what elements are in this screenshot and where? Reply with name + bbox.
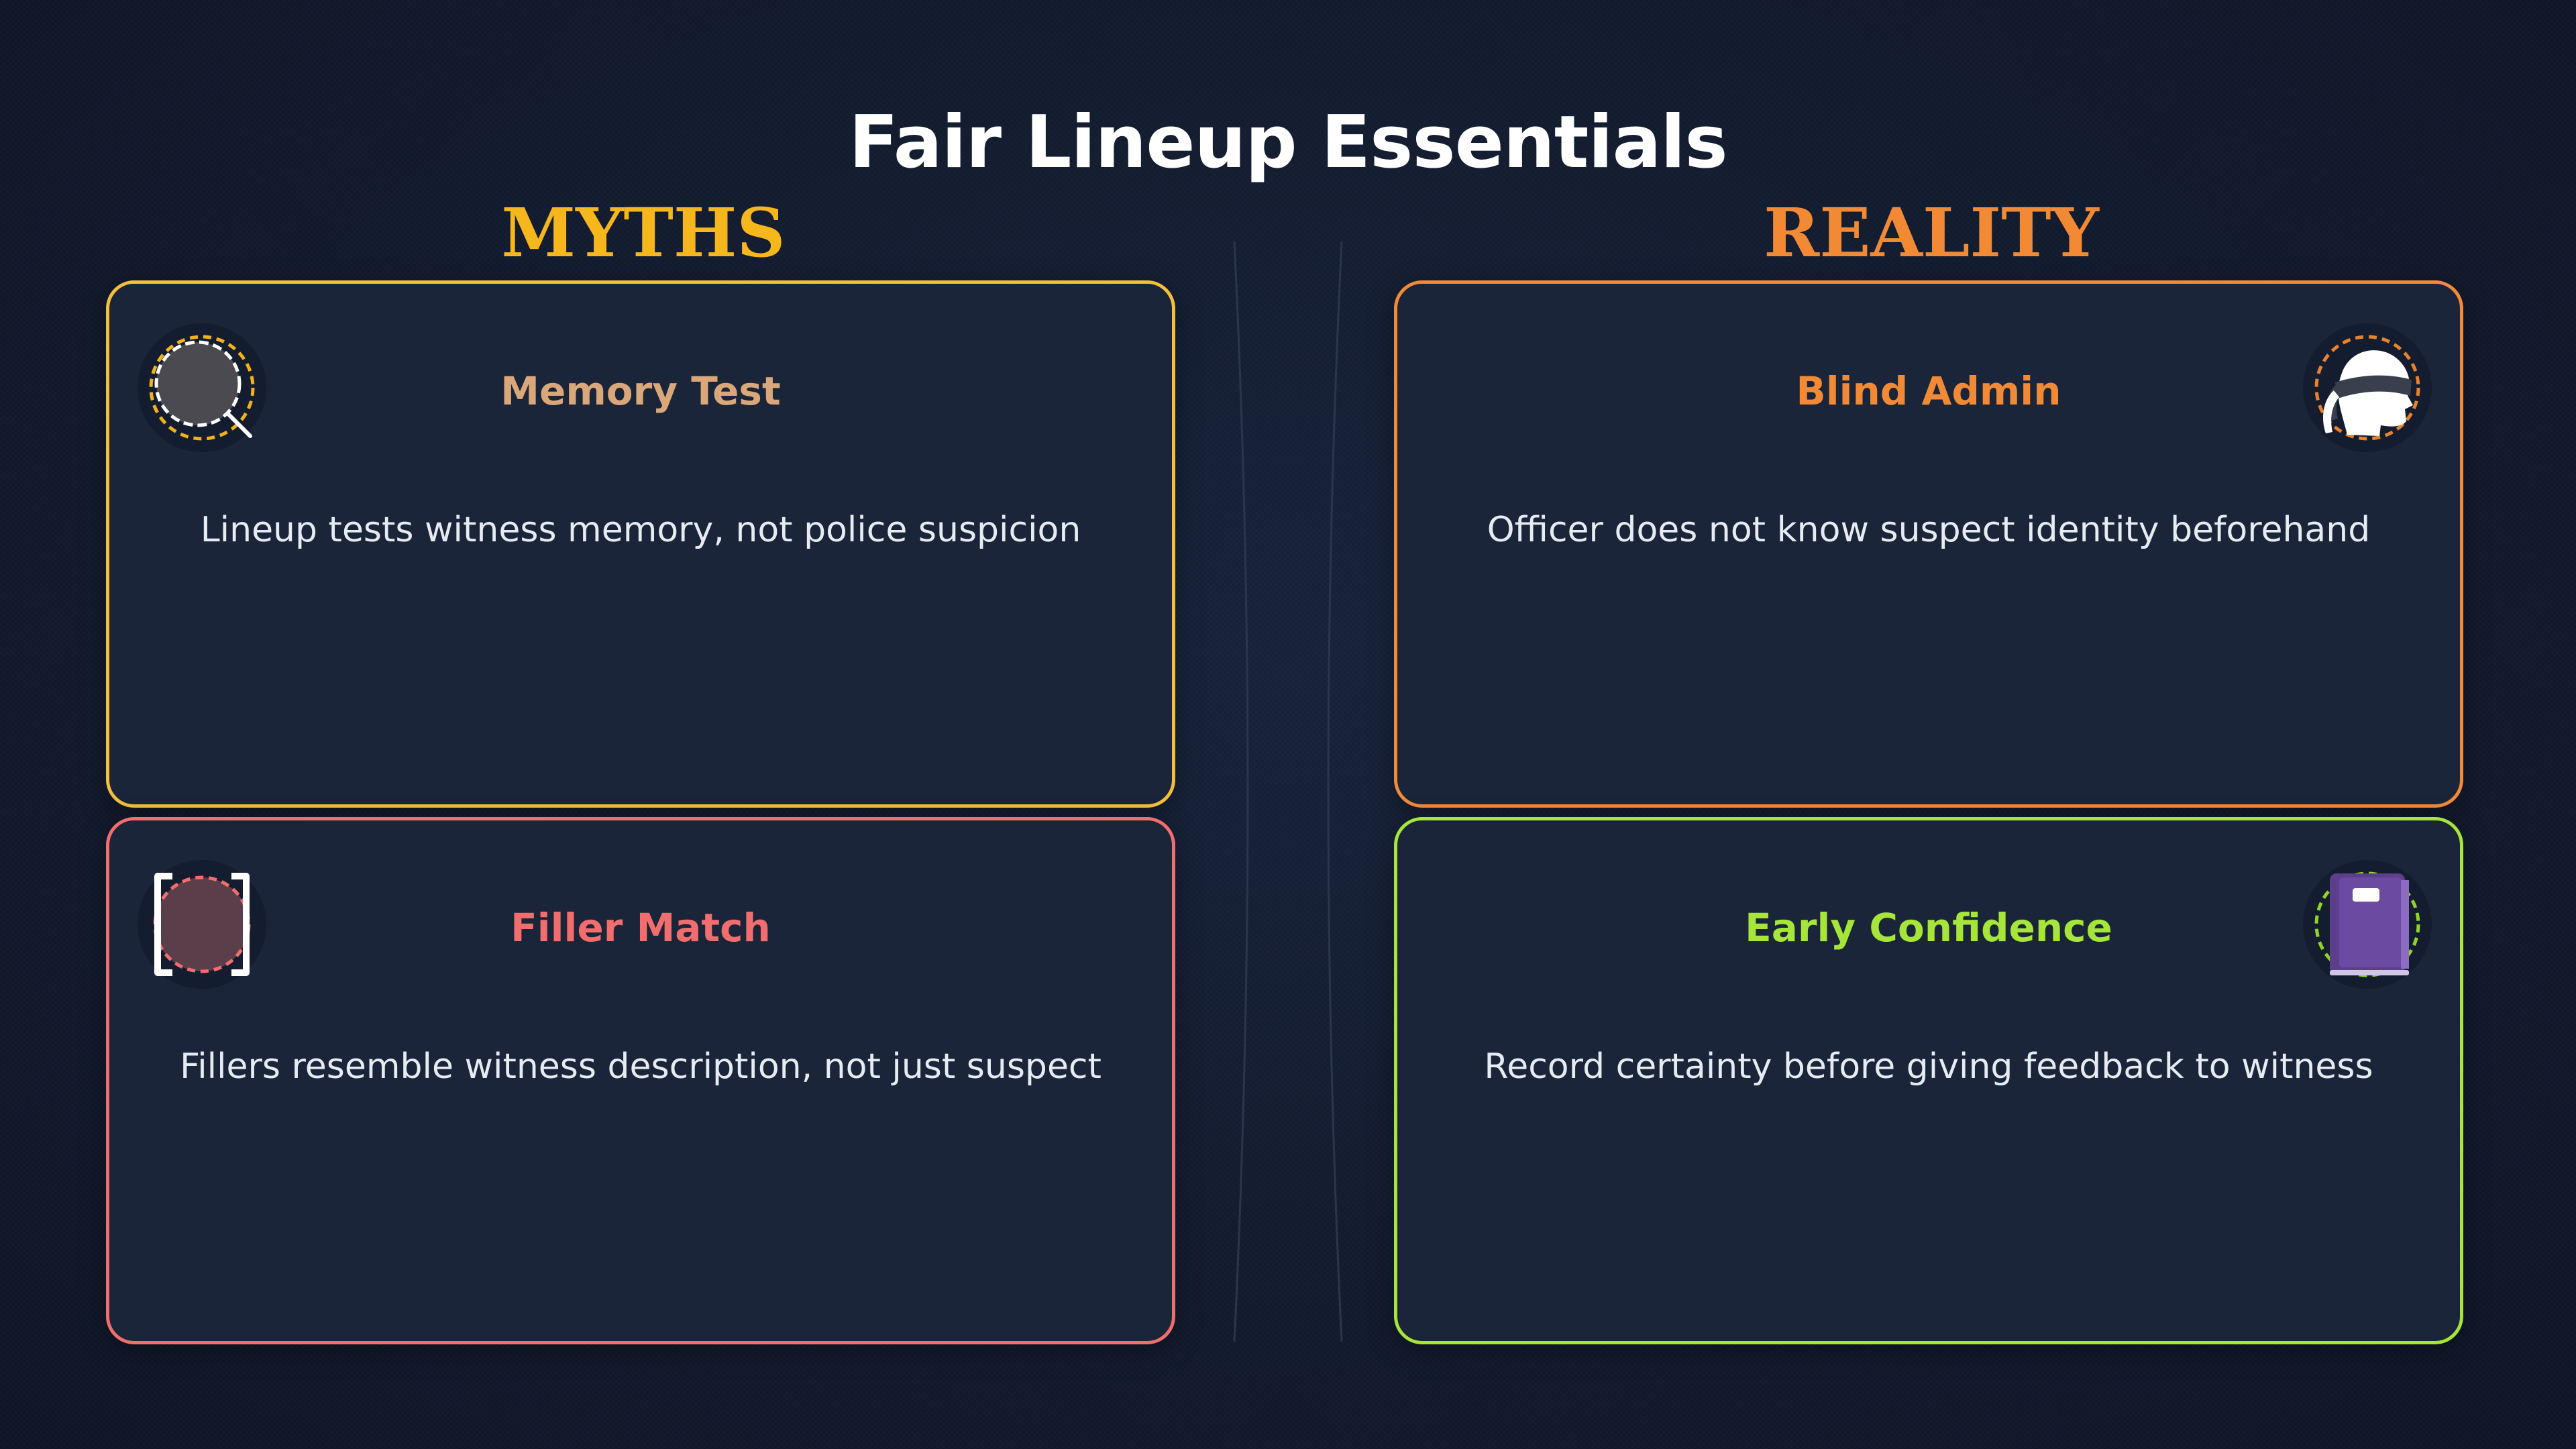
card-memory-test: Memory Test Lineup tests witness memory,…: [106, 280, 1175, 808]
card-text: Officer does not know suspect identity b…: [1487, 510, 2371, 550]
magnifier-icon: [138, 323, 266, 452]
reality-heading: REALITY: [1764, 193, 2099, 272]
card-text: Lineup tests witness memory, not police …: [200, 510, 1081, 550]
card-title: Early Confidence: [1745, 905, 2112, 951]
card-early-confidence: Early Confidence Record certainty before…: [1394, 817, 2463, 1344]
page-title: Fair Lineup Essentials: [849, 101, 1727, 184]
card-title: Blind Admin: [1796, 368, 2061, 414]
card-blind-admin: Blind Admin Officer does not know suspec…: [1394, 280, 2463, 808]
blindfold-icon: [2303, 323, 2432, 452]
brackets-icon: [138, 860, 266, 989]
notebook-icon: [2303, 860, 2432, 989]
card-text: Record certainty before giving feedback …: [1484, 1046, 2373, 1087]
myths-heading: MYTHS: [501, 193, 786, 272]
card-title: Filler Match: [511, 905, 771, 951]
card-text: Fillers resemble witness description, no…: [180, 1046, 1102, 1087]
card-title: Memory Test: [500, 368, 781, 414]
card-filler-match: Filler Match Fillers resemble witness de…: [106, 817, 1175, 1344]
center-divider: [1233, 241, 1343, 1342]
